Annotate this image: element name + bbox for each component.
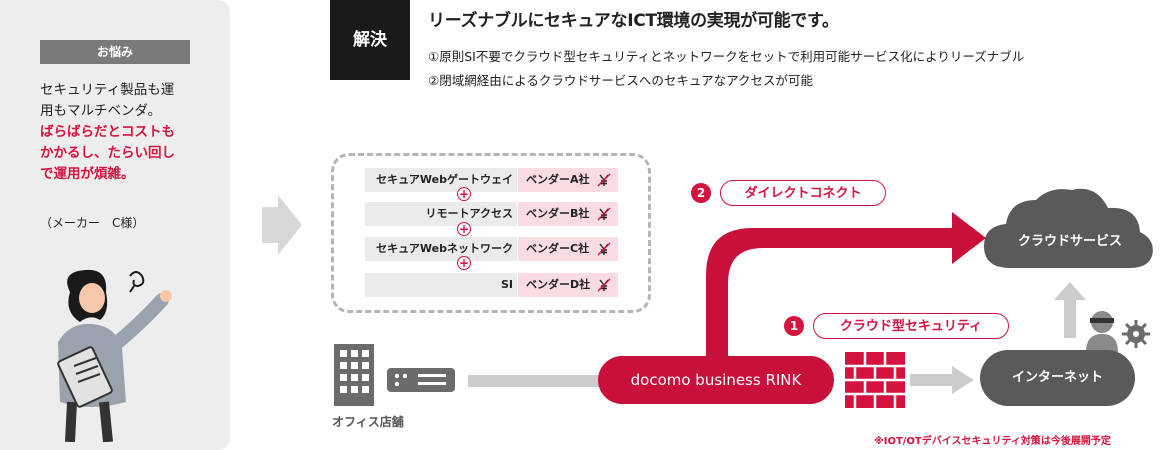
problem-highlight-1: ばらばらだとコストも bbox=[40, 124, 175, 140]
vendor-label: ベンダーC社 bbox=[518, 237, 618, 261]
problem-highlight-2: かかるし、たらい回し bbox=[40, 145, 175, 161]
office-building-icon bbox=[334, 344, 374, 406]
solution-point-2: ②閉域網経由によるクラウドサービスへのセキュアなアクセスが可能 bbox=[428, 73, 813, 88]
solution-tag: 解決 bbox=[330, 0, 410, 80]
vendor-name: ベンダーD社 bbox=[526, 278, 591, 291]
direct-connect-number: 2 bbox=[691, 183, 711, 203]
cloud-security-label: クラウド型セキュリティ bbox=[813, 313, 1009, 339]
vendor-label: ベンダーA社 bbox=[518, 168, 618, 192]
customer-label: （メーカー C様） bbox=[40, 216, 145, 230]
service-name: リモートアクセス bbox=[365, 202, 517, 226]
internet-node: インターネット bbox=[980, 350, 1135, 406]
multi-vendor-box bbox=[331, 153, 651, 313]
transition-arrow bbox=[262, 195, 302, 255]
solution-title: リーズナブルにセキュアなICT環境の実現が可能です。 bbox=[428, 11, 839, 31]
plus-icon: + bbox=[457, 256, 471, 270]
vendor-name: ベンダーA社 bbox=[526, 173, 590, 186]
office-to-rink-link bbox=[468, 375, 608, 387]
solution-point-1: ①原則SI不要でクラウド型セキュリティとネットワークをセットで利用可能サービス化… bbox=[428, 49, 1025, 64]
problem-line-1: セキュリティ製品も運 bbox=[40, 82, 175, 98]
yen-slash-icon bbox=[597, 242, 611, 256]
yen-slash-icon bbox=[597, 207, 611, 221]
problem-text: セキュリティ製品も運 用もマルチベンダ。 ばらばらだとコストも かかるし、たらい… bbox=[40, 80, 210, 185]
service-name: セキュアWebネットワーク bbox=[365, 237, 517, 261]
internet-to-cloud-arrow bbox=[1054, 282, 1086, 338]
cloud-security-number: 1 bbox=[784, 316, 804, 336]
direct-connect-label: ダイレクトコネクト bbox=[720, 180, 886, 206]
router-icon bbox=[387, 368, 455, 392]
iot-note: ※IOT/OTデバイスセキュリティ対策は今後展開予定 bbox=[874, 436, 1111, 447]
vendor-label: ベンダーD社 bbox=[518, 273, 618, 297]
vendor-label: ベンダーB社 bbox=[518, 202, 618, 226]
firewall-icon bbox=[845, 352, 905, 408]
firewall-to-internet-arrow bbox=[910, 366, 974, 394]
rink-node: docomo business RINK bbox=[598, 356, 834, 404]
cloud-service-label: クラウドサービス bbox=[1017, 234, 1122, 249]
service-name: セキュアWebゲートウェイ bbox=[365, 168, 517, 192]
vendor-name: ベンダーB社 bbox=[526, 207, 590, 220]
office-label: オフィス店舗 bbox=[332, 415, 404, 429]
problem-highlight-3: で運用が煩雑。 bbox=[40, 166, 135, 182]
virus-icon bbox=[1122, 320, 1150, 348]
problem-line-2: 用もマルチベンダ。 bbox=[40, 103, 162, 119]
service-name: SI bbox=[365, 273, 517, 297]
plus-icon: + bbox=[457, 222, 471, 236]
hacker-icon bbox=[1086, 311, 1118, 352]
yen-slash-icon bbox=[597, 278, 611, 292]
direct-connect-path bbox=[706, 212, 986, 358]
vendor-name: ベンダーC社 bbox=[526, 242, 590, 255]
person-illustration bbox=[57, 269, 172, 442]
problem-tag: お悩み bbox=[40, 40, 190, 64]
cloud-icon bbox=[984, 188, 1153, 268]
plus-icon: + bbox=[457, 187, 471, 201]
yen-slash-icon bbox=[597, 173, 611, 187]
